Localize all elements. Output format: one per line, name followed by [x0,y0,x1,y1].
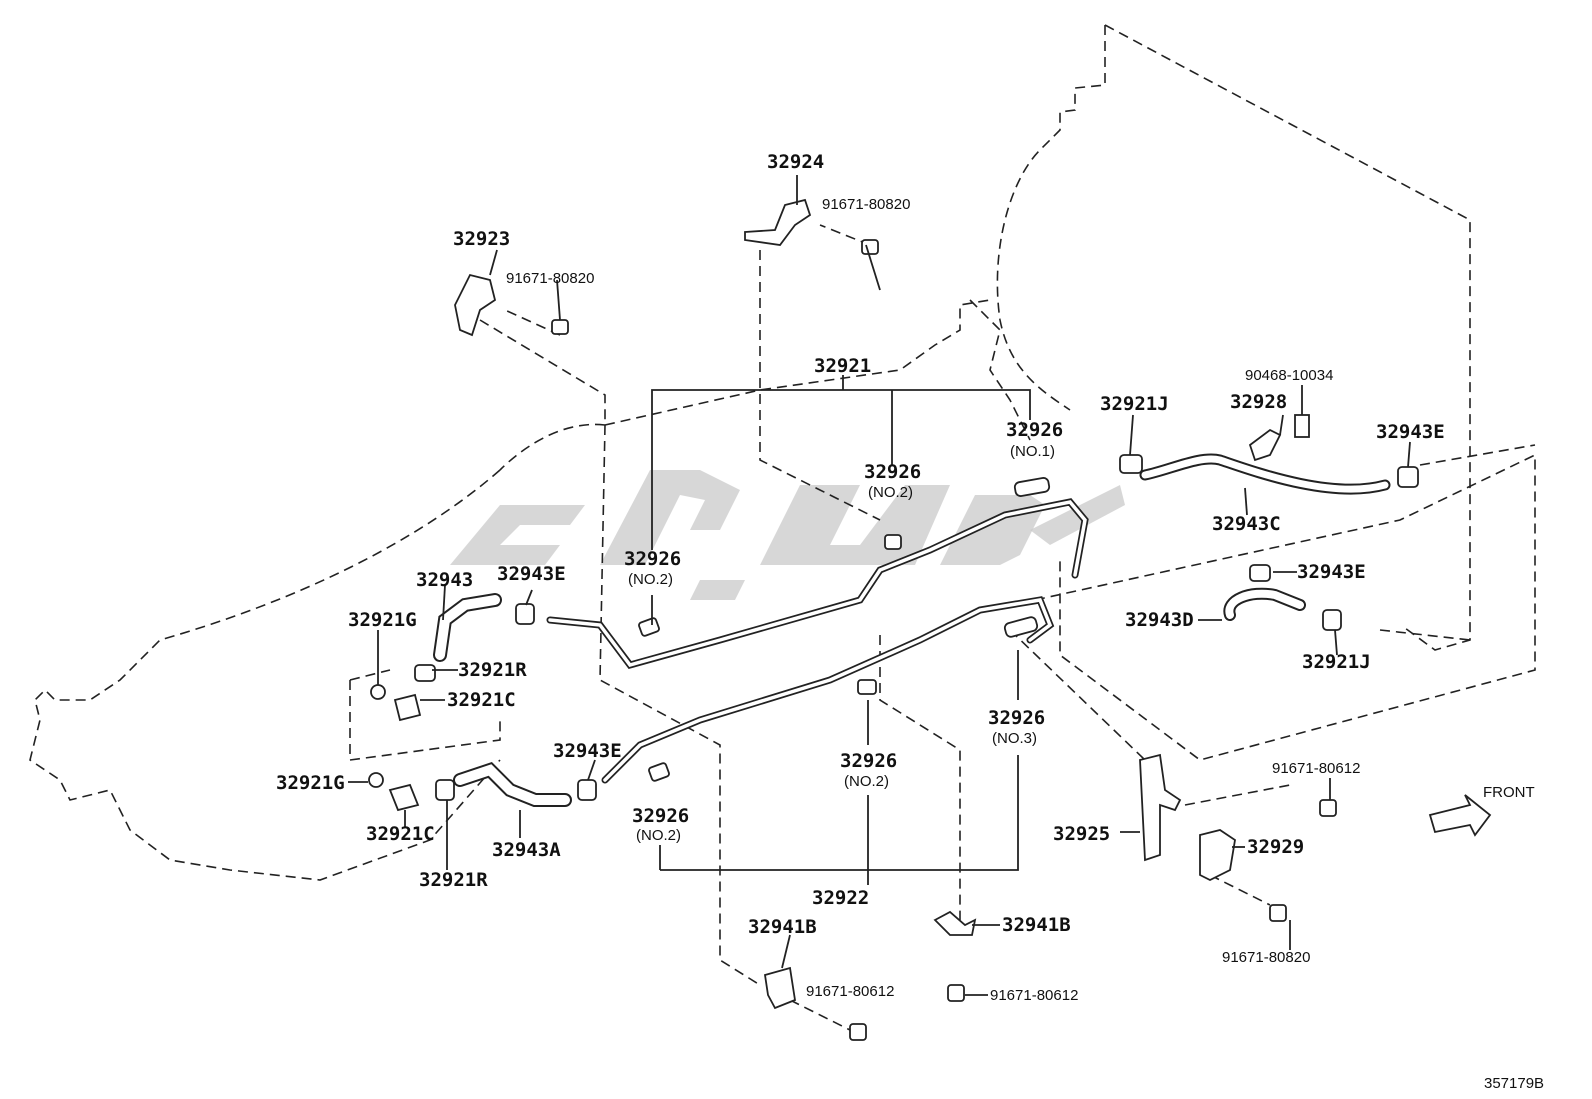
label-32926-no2-mid: 32926 [864,461,921,483]
label-32921C-top: 32921C [447,689,516,711]
bolt-shape [1269,904,1287,922]
label-32921G-bottom: 32921G [276,772,345,794]
connector-shape [393,693,422,722]
bolt-shape [1319,799,1337,817]
label-32926-no2-low-mid: 32926 [840,750,897,772]
bolt-shape [849,1023,867,1041]
bracket-32929-shape [1199,829,1236,882]
label-bolt-32923: 91671-80820 [506,270,594,287]
label-91671-80612-bottom-mid: 91671-80612 [990,987,1078,1004]
label-91671-80612-right: 91671-80612 [1272,760,1360,777]
label-32943E-left: 32943E [497,563,566,585]
clamp-32941b-shape [933,910,977,936]
label-90468-10034: 90468-10034 [1245,367,1333,384]
vehicle-outline [29,24,1536,986]
label-32921R-bottom: 32921R [419,869,488,891]
note-32926-no2-mid: (NO.2) [868,484,913,501]
diagram-id: 357179B [1484,1075,1544,1092]
label-32928: 32928 [1230,391,1287,413]
note-32926-no2-low-mid: (NO.2) [844,773,889,790]
bracket-32924-shape [744,198,812,246]
connector-shape [388,783,420,812]
bracket-32925-shape [1139,753,1182,862]
bolt-shape [947,984,965,1002]
bracket-32923-shape [454,273,497,337]
leader-lines [348,175,1411,996]
note-32926-no2-left: (NO.2) [628,571,673,588]
bolt-shape [861,239,879,255]
label-32921G-top: 32921G [348,609,417,631]
label-32943: 32943 [416,569,473,591]
clamp-shape [577,779,597,801]
label-32941B-left: 32941B [748,916,817,938]
label-32921J-top: 32921J [1100,393,1169,415]
cushion-shape [648,762,670,782]
front-label: FRONT [1483,784,1535,801]
note-32926-no2-low-left: (NO.2) [636,827,681,844]
clamp-32928-shape [1248,428,1282,462]
label-32923: 32923 [453,228,510,250]
label-32943D: 32943D [1125,609,1194,631]
clamp-shape [1397,466,1419,488]
o-ring-shape [370,684,386,700]
label-32921J-bottom: 32921J [1302,651,1371,673]
clip-shape [414,664,436,682]
label-32926-no3: 32926 [988,707,1045,729]
cushion-shape [1013,477,1051,497]
label-32921: 32921 [814,355,871,377]
front-arrow-icon [1428,794,1492,837]
label-32943E-low: 32943E [553,740,622,762]
clamp-shape [435,779,455,801]
label-32926-no2-left: 32926 [624,548,681,570]
clip-shape [1119,454,1143,474]
label-32941B-right: 32941B [1002,914,1071,936]
label-32924: 32924 [767,151,824,173]
clamp-shape [1249,564,1271,582]
note-32926-no3: (NO.3) [992,730,1037,747]
label-32926-no2-low-left: 32926 [632,805,689,827]
label-32926-no1: 32926 [1006,419,1063,441]
labels: 32924 91671-80820 32923 91671-80820 3292… [276,151,1544,1092]
label-32925: 32925 [1053,823,1110,845]
label-32943C: 32943C [1212,513,1281,535]
cushion-shape [857,679,877,695]
clamp-32941b-shape [763,966,796,1010]
label-91671-80612-bottom-left: 91671-80612 [806,983,894,1000]
bolt-shape [551,319,569,335]
label-91671-80820-right: 91671-80820 [1222,949,1310,966]
label-32921R-top: 32921R [458,659,527,681]
fuel-tubes [433,453,1391,807]
clamp-shape [515,603,535,625]
reference-lines [479,224,1536,1031]
cushion-shape [884,534,902,550]
label-32921C-bottom: 32921C [366,823,435,845]
label-32943E-top: 32943E [1376,421,1445,443]
part-shapes [368,198,1492,1041]
label-32943E-right: 32943E [1297,561,1366,583]
label-32943A: 32943A [492,839,561,861]
cushion-shape [1003,616,1039,638]
nut-shape [1294,414,1310,438]
label-bolt-32924: 91671-80820 [822,196,910,213]
cushion-shape [638,617,660,637]
note-32926-no1: (NO.1) [1010,443,1055,460]
o-ring-shape [368,772,384,788]
label-32922: 32922 [812,887,869,909]
label-32929: 32929 [1247,836,1304,858]
clip-shape [1322,609,1342,631]
